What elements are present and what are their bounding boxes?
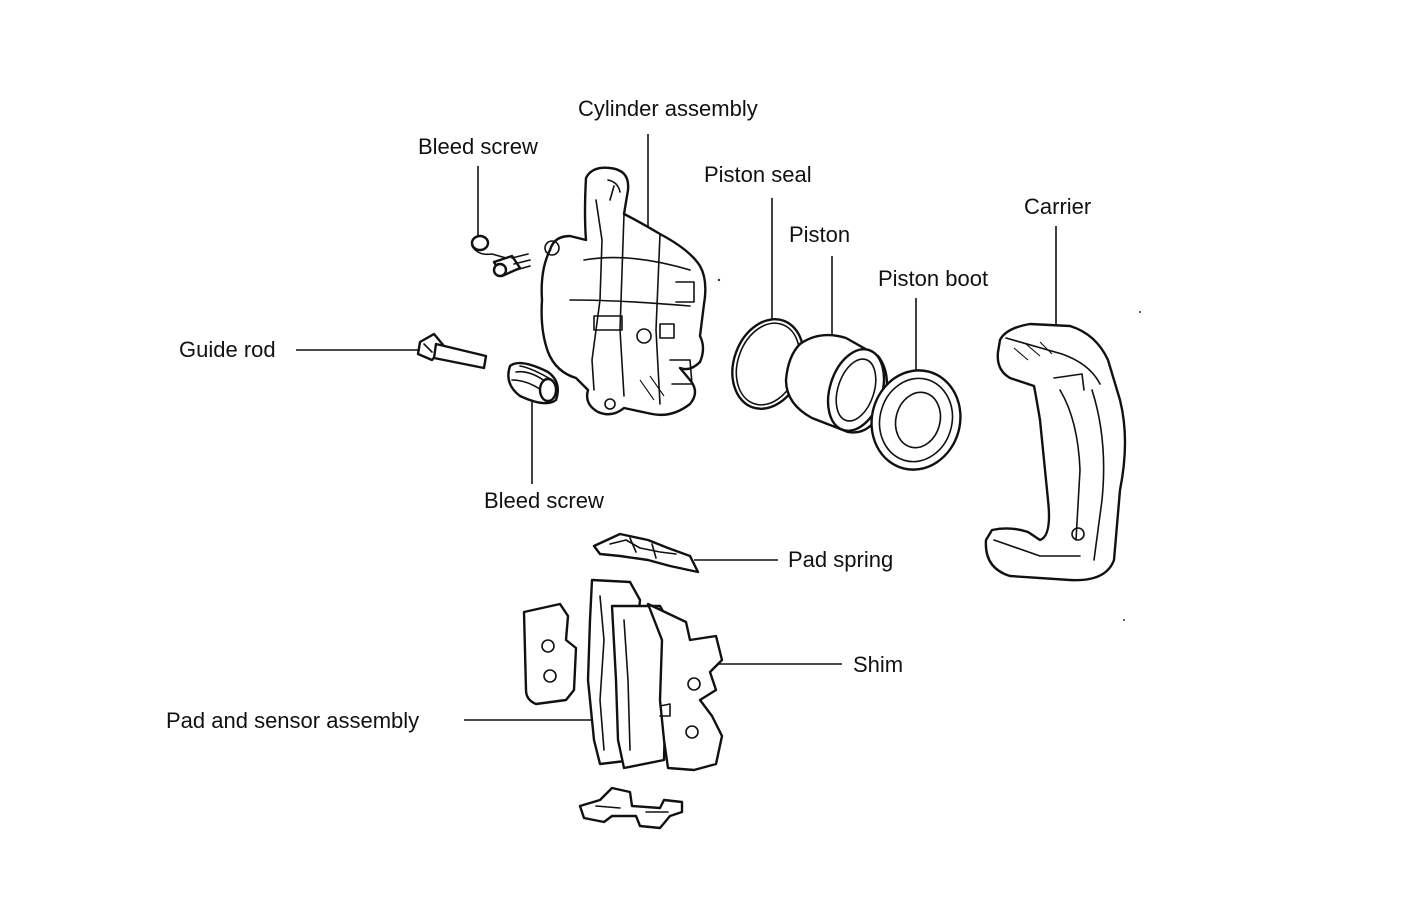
label-bleed-screw-top: Bleed screw xyxy=(418,134,538,159)
label-carrier: Carrier xyxy=(1024,194,1091,219)
speck-marks xyxy=(717,278,1141,621)
cylinder-assembly-part xyxy=(540,166,707,417)
bleed-screw-bottom-part xyxy=(507,361,559,405)
label-pad-and-sensor-assembly: Pad and sensor assembly xyxy=(166,708,419,733)
piston-part xyxy=(784,333,889,434)
pad-spring-part xyxy=(592,532,700,574)
label-shim: Shim xyxy=(853,652,903,677)
label-pad-spring: Pad spring xyxy=(788,547,893,572)
label-bleed-screw-bottom: Bleed screw xyxy=(484,488,604,513)
label-piston-seal: Piston seal xyxy=(704,162,812,187)
label-cylinder-assembly: Cylinder assembly xyxy=(578,96,758,121)
pad-clip-bottom-part xyxy=(578,786,684,830)
leader-lines xyxy=(296,134,1057,721)
label-piston: Piston xyxy=(789,222,850,247)
label-guide-rod: Guide rod xyxy=(179,337,276,362)
piston-boot-part xyxy=(870,369,962,471)
guide-rod-part xyxy=(416,332,488,370)
pad-and-sensor-assembly-part xyxy=(522,578,724,772)
label-piston-boot: Piston boot xyxy=(878,266,988,291)
bleed-screw-top-part xyxy=(470,234,531,278)
carrier-part xyxy=(984,322,1127,582)
